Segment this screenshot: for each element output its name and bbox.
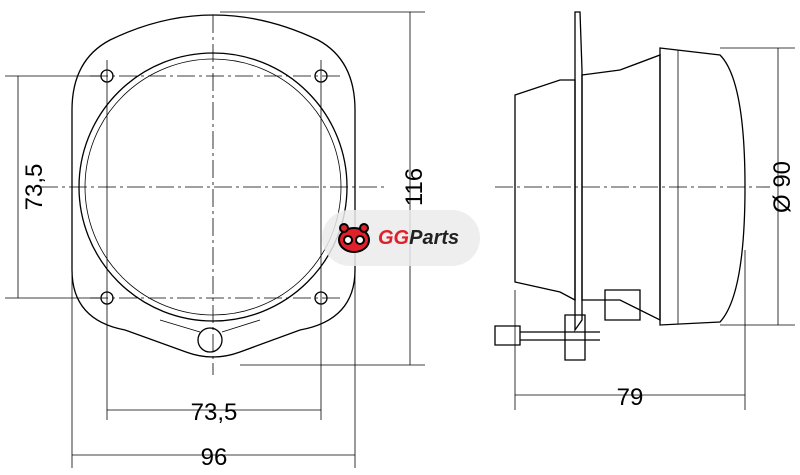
adjuster-bracket <box>159 319 261 333</box>
watermark-brand-b: Parts <box>409 226 460 249</box>
mascot-icon <box>338 223 370 253</box>
watermark-logo: GGParts <box>322 210 480 266</box>
dim-hole-vertical: 73,5 <box>21 164 48 211</box>
dim-height: 116 <box>401 168 428 206</box>
housing <box>514 79 576 302</box>
watermark-brand-a: GG <box>378 226 410 249</box>
side-view: Ø 90 79 <box>494 11 796 411</box>
front-view: 73,5 116 73,5 96 <box>5 11 428 471</box>
adjuster <box>197 327 223 353</box>
lens-dome <box>659 47 746 326</box>
adjuster-screw <box>494 289 641 361</box>
dim-hole-horizontal: 73,5 <box>191 399 238 426</box>
body <box>581 54 661 322</box>
mount-plate <box>574 11 583 333</box>
dim-depth: 79 <box>617 384 644 411</box>
flange-outline <box>71 14 356 358</box>
dim-width: 96 <box>201 444 228 471</box>
dim-diameter: Ø 90 <box>769 161 796 213</box>
